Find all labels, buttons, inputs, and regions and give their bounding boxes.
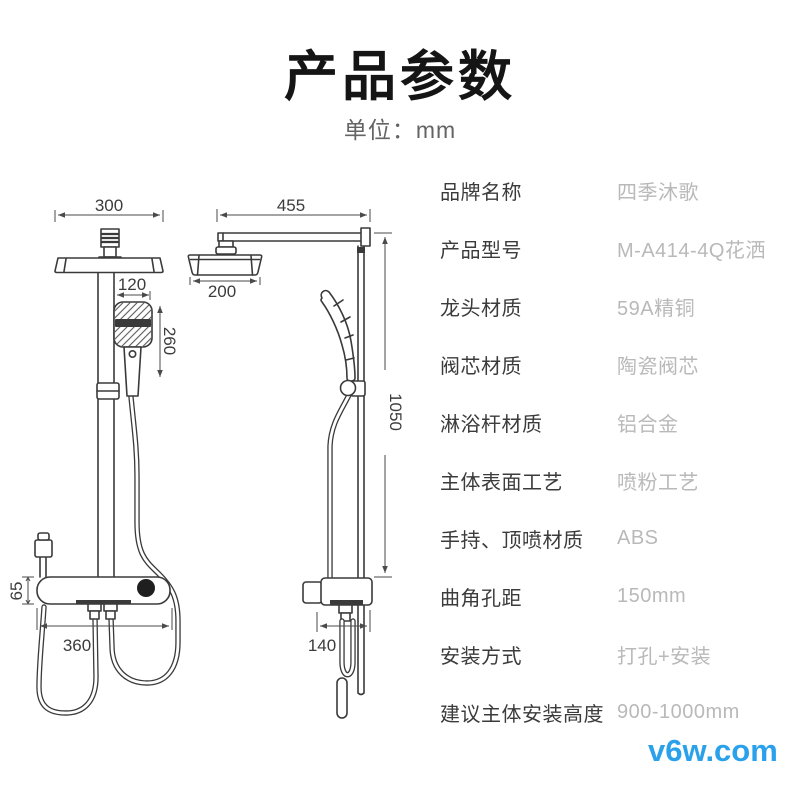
front-view-drawing: 300 120 260	[7, 196, 181, 716]
spec-value: 陶瓷阀芯	[617, 355, 699, 378]
spec-row-install-method: 安装方式 打孔+安装	[440, 625, 796, 683]
spec-row-valve-core: 阀芯材质 陶瓷阀芯	[440, 335, 796, 393]
unit-label: 单位：mm	[343, 117, 457, 143]
handheld-length-dim-label: 260	[160, 327, 179, 355]
body-width-dim-label: 360	[63, 636, 91, 655]
spec-label: 品牌名称	[440, 181, 522, 204]
front-width-dim-label: 300	[95, 196, 123, 215]
spec-row-rod-material: 淋浴杆材质 铝合金	[440, 393, 796, 451]
spec-row-brand: 品牌名称 四季沐歌	[440, 161, 796, 219]
spec-label: 手持、顶喷材质	[440, 529, 584, 552]
spec-value: 59A精铜	[617, 297, 696, 320]
spec-label: 主体表面工艺	[440, 471, 563, 494]
spec-label: 曲角孔距	[440, 587, 522, 610]
spec-label: 淋浴杆材质	[440, 413, 543, 436]
spec-label: 龙头材质	[440, 297, 522, 320]
spec-label: 安装方式	[440, 645, 522, 668]
spec-value: 900-1000mm	[617, 700, 740, 723]
watermark-text: v6w.com	[648, 733, 778, 768]
spec-value: 喷粉工艺	[617, 471, 699, 494]
spec-value: 150mm	[617, 584, 687, 607]
spec-row-surface-process: 主体表面工艺 喷粉工艺	[440, 451, 796, 509]
spec-value: 打孔+安装	[617, 645, 712, 668]
body-depth-dim-label: 140	[308, 636, 336, 655]
spec-value: 铝合金	[617, 413, 679, 436]
body-height-dim-label: 65	[7, 582, 26, 601]
side-width-dim-label: 455	[277, 196, 305, 215]
spec-value: ABS	[617, 526, 659, 549]
spec-row-faucet-material: 龙头材质 59A精铜	[440, 277, 796, 335]
technical-drawing: 300 120 260	[7, 196, 405, 719]
spec-row-model: 产品型号 M-A414-4Q花洒	[440, 219, 796, 277]
top-spray-diameter-dim-label: 200	[208, 282, 236, 301]
spec-label: 阀芯材质	[440, 355, 522, 378]
spec-row-spray-material: 手持、顶喷材质 ABS	[440, 509, 796, 567]
spec-row-install-height: 建议主体安装高度 900-1000mm	[440, 683, 796, 741]
page-title: 产品参数	[284, 47, 516, 107]
body-knob	[137, 579, 155, 597]
side-view-drawing: 455 200 1050	[187, 196, 405, 719]
spec-list: 品牌名称 四季沐歌 产品型号 M-A414-4Q花洒 龙头材质 59A精铜 阀芯…	[440, 161, 796, 741]
spec-value: M-A414-4Q花洒	[617, 239, 766, 262]
spec-label: 建议主体安装高度	[440, 703, 604, 726]
spec-value: 四季沐歌	[617, 181, 699, 204]
spec-label: 产品型号	[440, 239, 522, 262]
overall-height-dim-label: 1050	[386, 393, 405, 431]
spec-row-hole-distance: 曲角孔距 150mm	[440, 567, 796, 625]
handheld-offset-dim-label: 120	[118, 275, 146, 294]
